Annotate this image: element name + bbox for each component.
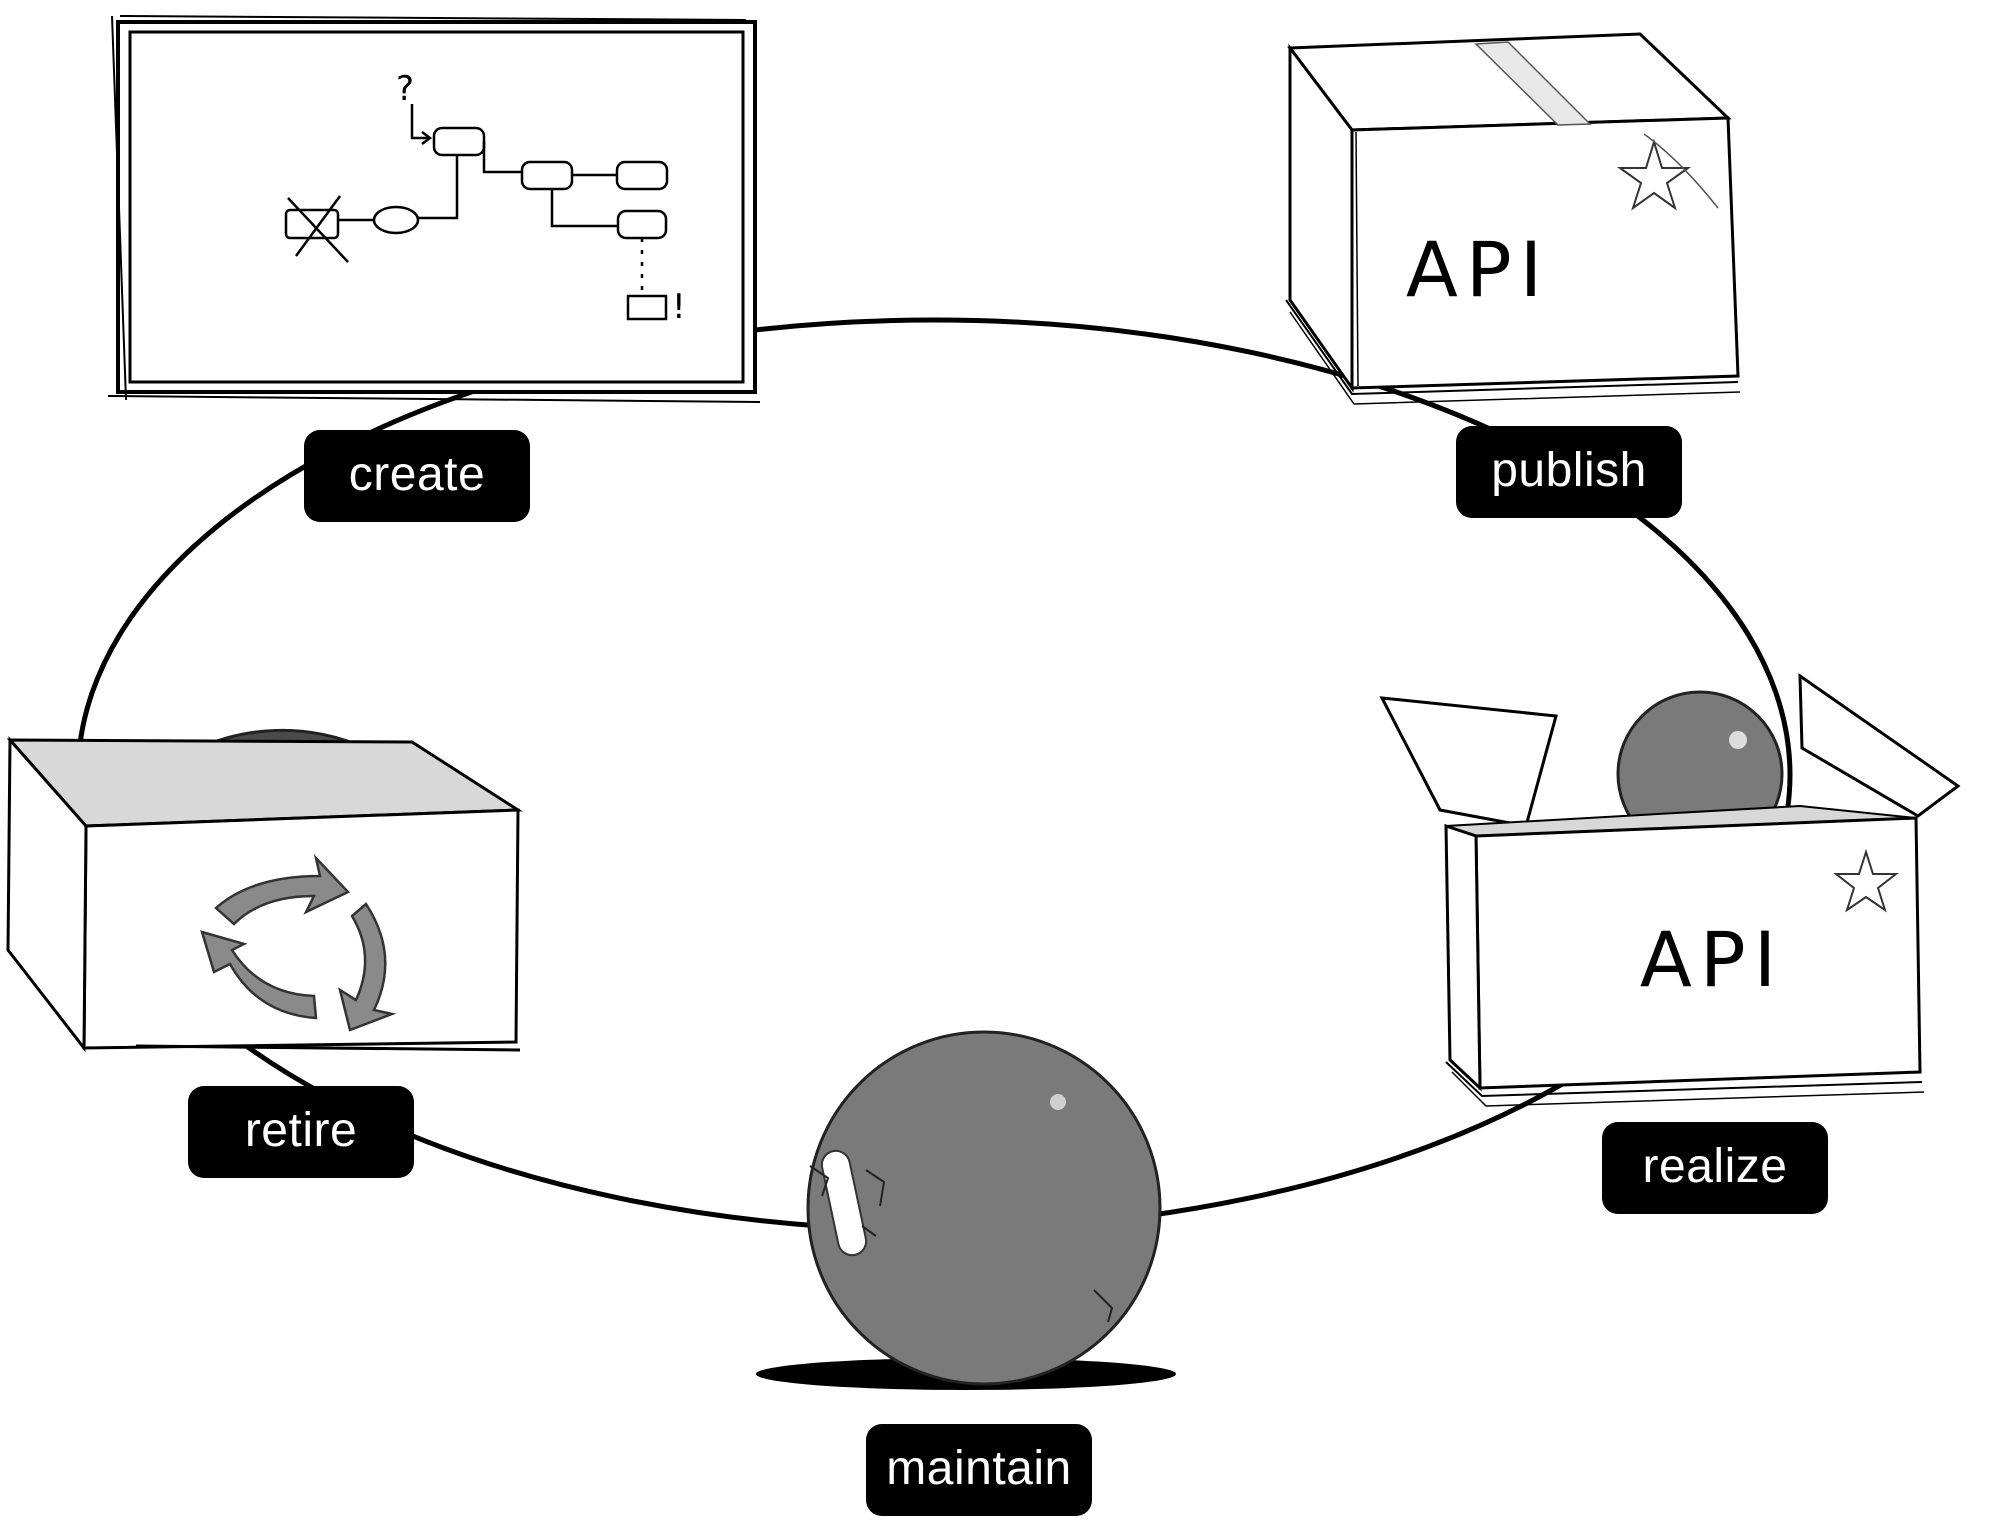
closed-box-api-text: API (1406, 225, 1550, 314)
star-sticker-icon (1833, 848, 1899, 913)
open-api-box-icon: API (1379, 673, 1961, 1107)
stage-label-maintain: maintain (866, 1424, 1092, 1516)
recycle-box-icon (6, 728, 523, 1053)
stage-label-retire: retire (188, 1086, 414, 1178)
star-sticker-icon (1616, 138, 1692, 211)
stage-label-publish: publish (1456, 426, 1682, 518)
open-box-api-text: API (1640, 915, 1784, 1004)
bandage-icon (820, 1149, 868, 1257)
whiteboard-question-mark: ? (396, 69, 414, 109)
patched-ball-icon (756, 1030, 1176, 1390)
stage-label-create: create (304, 430, 530, 522)
whiteboard-icon: ? ! (107, 15, 761, 403)
stage-label-realize: realize (1602, 1122, 1828, 1214)
recycle-arrows-icon (200, 853, 397, 1032)
closed-api-box-icon: API (1285, 32, 1741, 405)
whiteboard-exclaim-mark: ! (672, 287, 686, 327)
